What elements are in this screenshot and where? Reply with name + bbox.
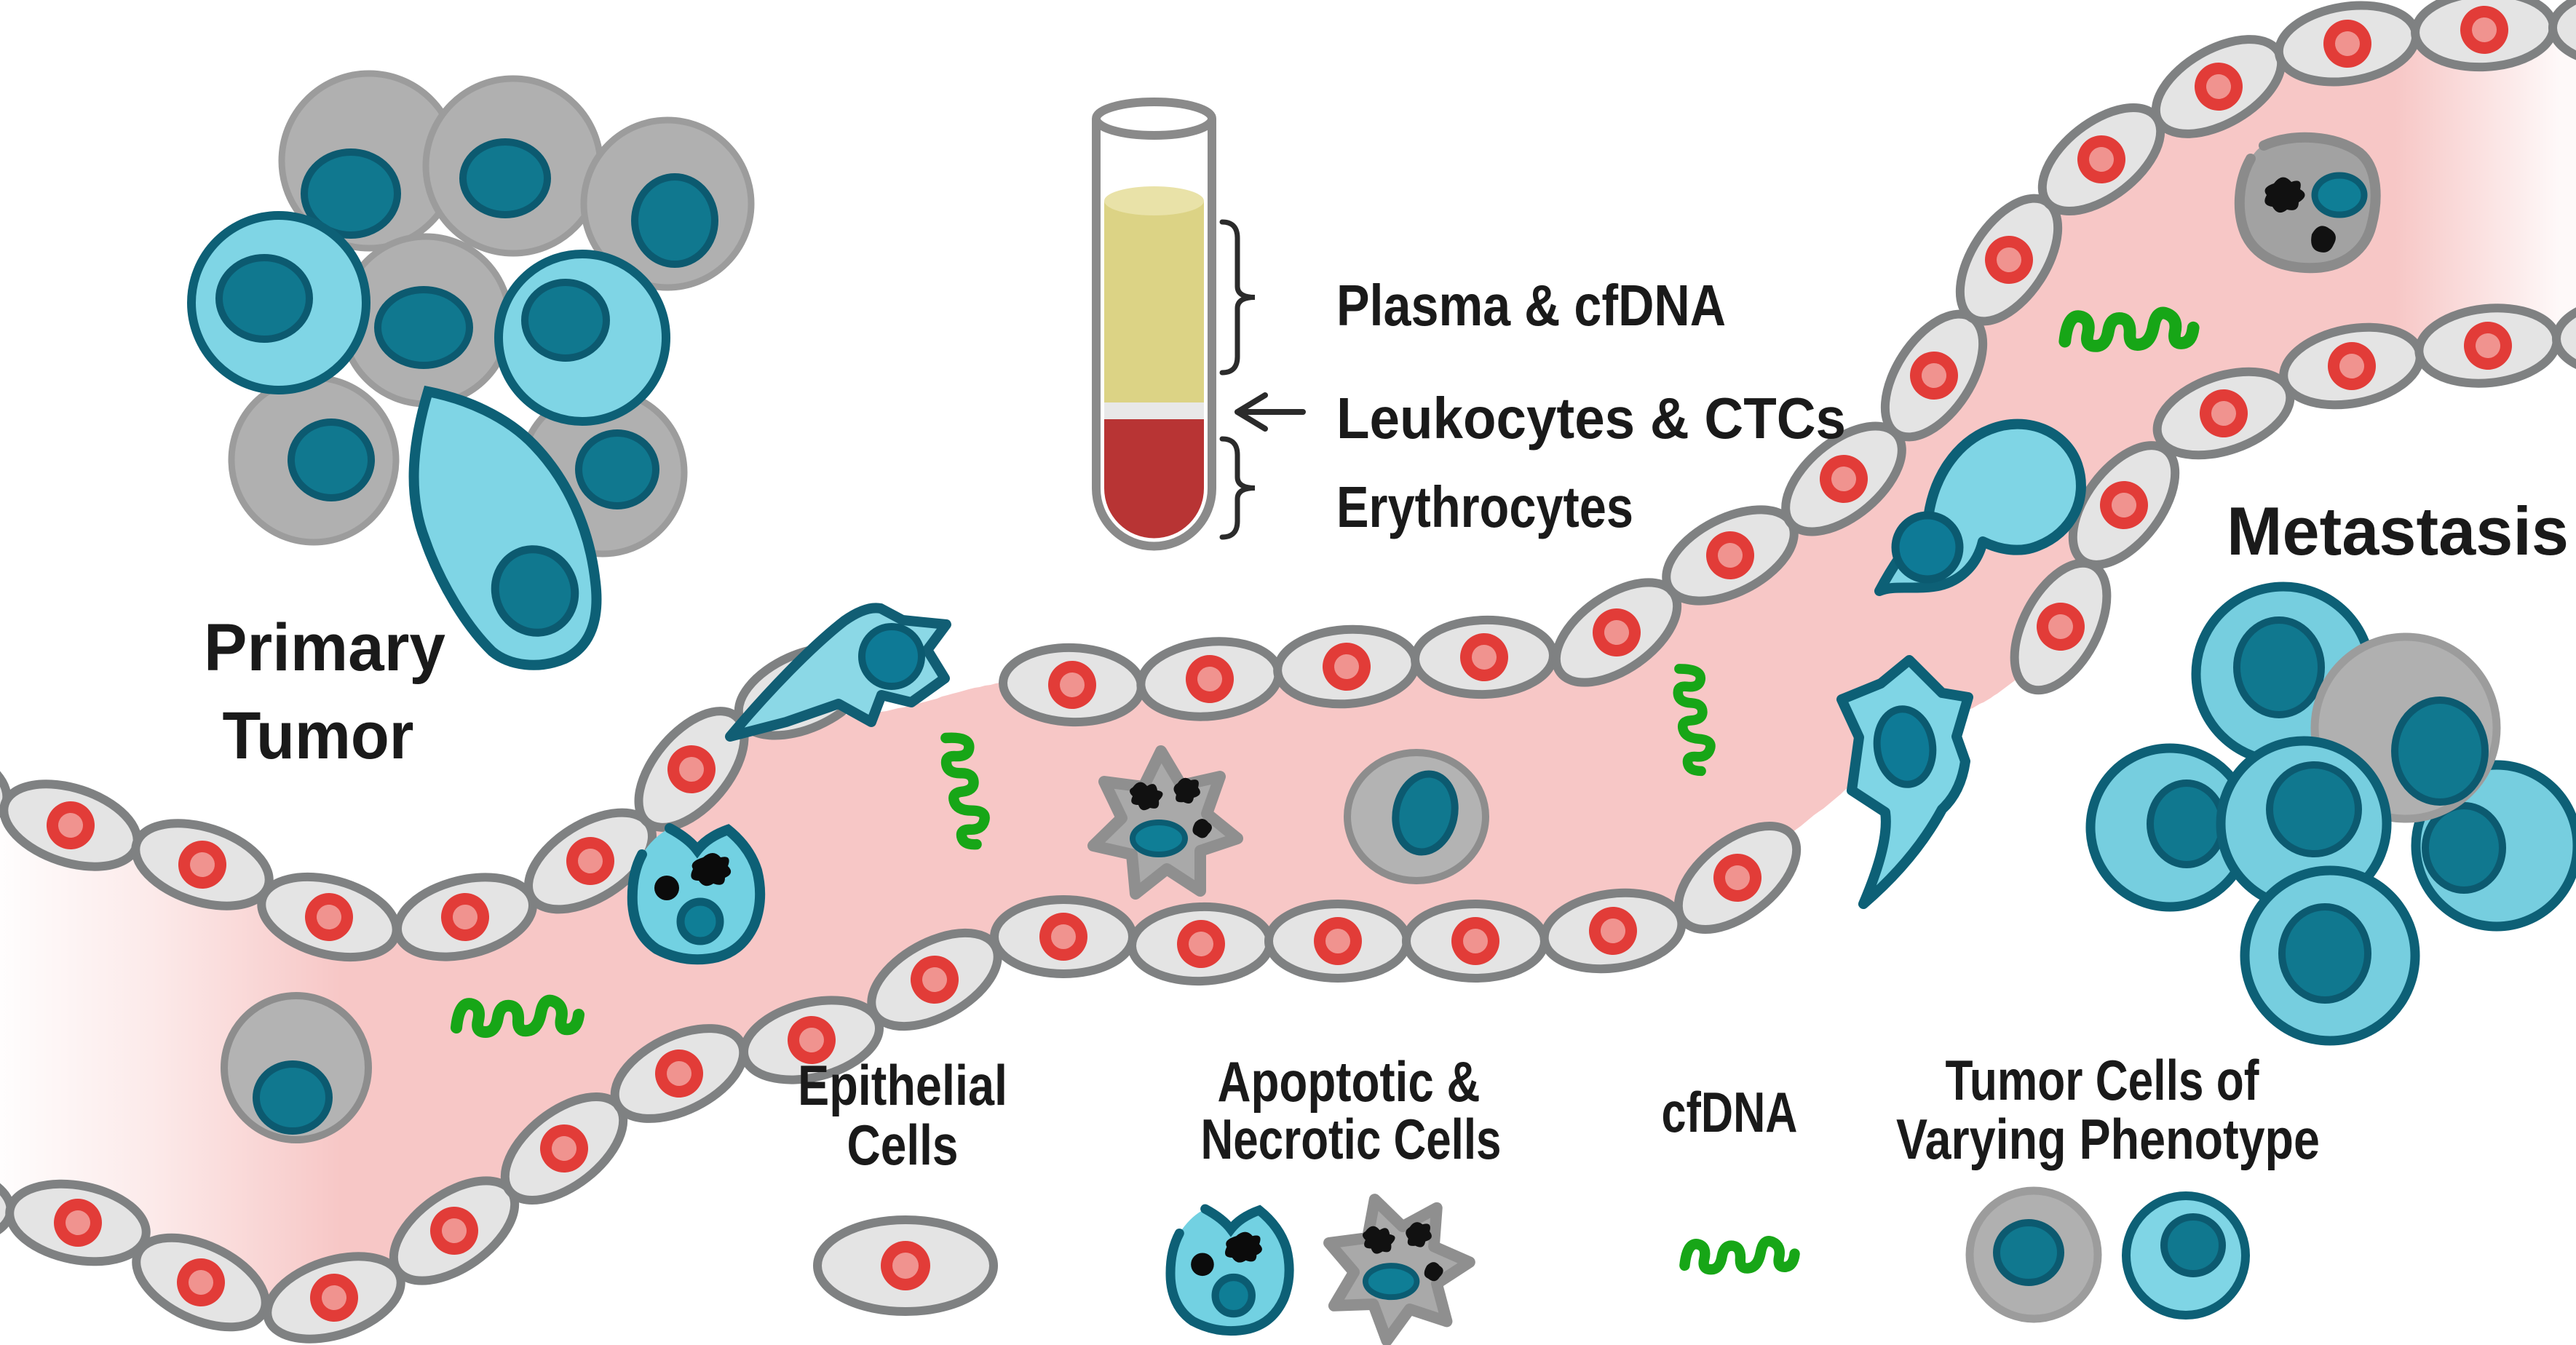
svg-text:Leukocytes & CTCs: Leukocytes & CTCs (1336, 386, 1846, 451)
svg-text:Plasma & cfDNA: Plasma & cfDNA (1336, 273, 1726, 338)
svg-text:Varying Phenotype: Varying Phenotype (1896, 1107, 2320, 1171)
svg-text:Necrotic Cells: Necrotic Cells (1201, 1107, 1502, 1171)
svg-text:Apoptotic &: Apoptotic & (1218, 1050, 1481, 1114)
svg-text:Tumor: Tumor (223, 699, 414, 773)
svg-text:cfDNA: cfDNA (1662, 1080, 1798, 1144)
svg-text:Tumor Cells of: Tumor Cells of (1946, 1048, 2260, 1112)
svg-text:Erythrocytes: Erythrocytes (1336, 475, 1633, 539)
svg-text:Cells: Cells (847, 1113, 959, 1177)
svg-text:Primary: Primary (204, 611, 445, 685)
svg-text:Epithelial: Epithelial (798, 1053, 1007, 1117)
svg-text:Metastasis: Metastasis (2227, 493, 2569, 569)
